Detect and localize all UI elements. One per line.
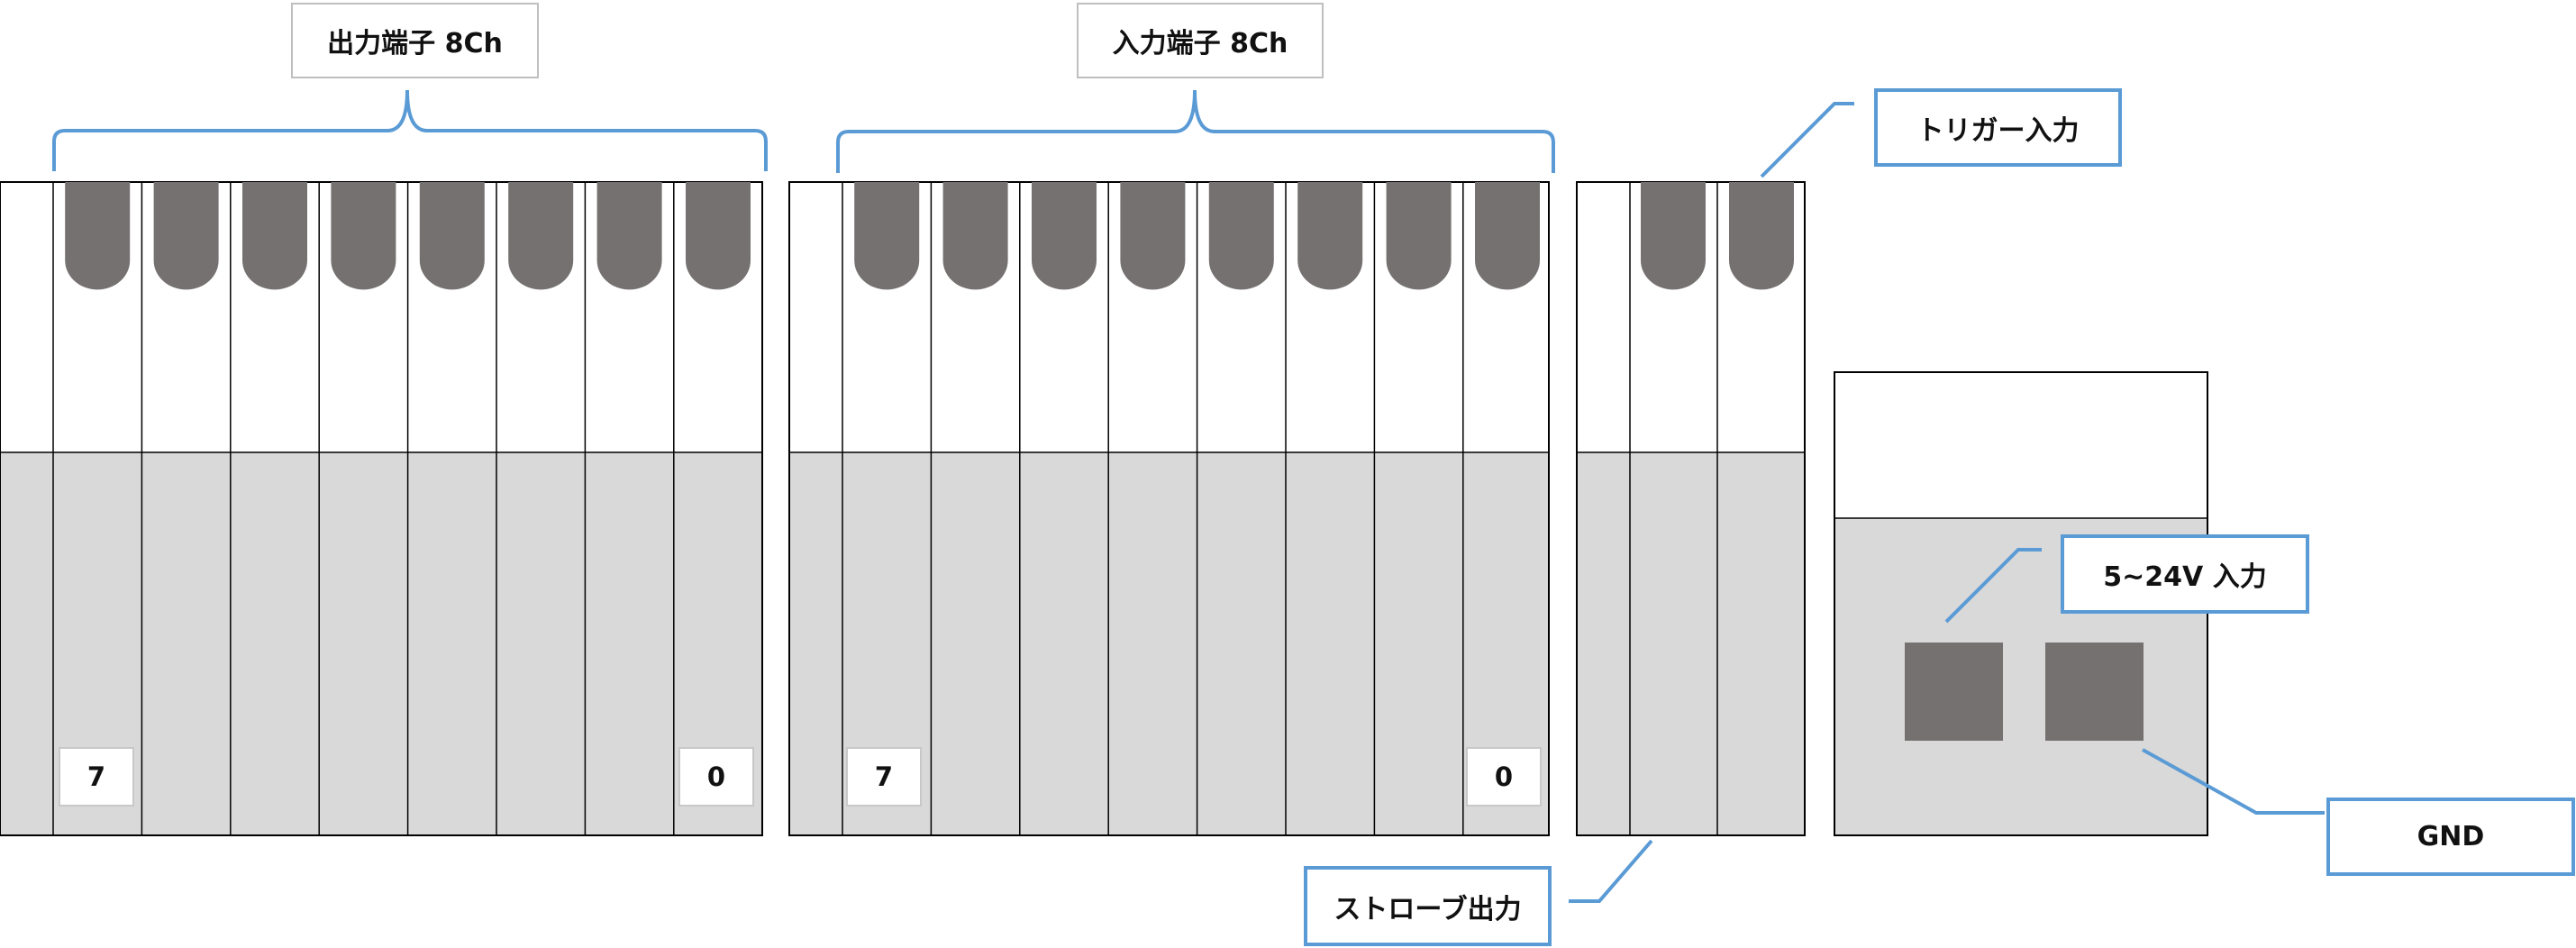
power-input-terminal	[1905, 643, 2003, 741]
power-connector-block	[1834, 371, 2208, 836]
terminal-pin	[854, 182, 920, 290]
trigger-leader-line	[1760, 102, 1854, 178]
terminal-pin	[942, 182, 1008, 290]
trigger-block-lower	[1577, 452, 1805, 835]
trigger-strobe-block	[1576, 181, 1806, 836]
input-channel-first-label: 7	[846, 747, 922, 807]
terminal-pin	[1729, 182, 1794, 290]
trigger-pins	[1641, 182, 1794, 290]
input-column-dividers	[842, 182, 1464, 835]
terminal-pin	[153, 182, 219, 290]
output-group-brace	[52, 89, 768, 171]
input-group-label: 入力端子 8Ch	[1077, 3, 1324, 78]
trigger-input-callout: トリガー入力	[1874, 88, 2122, 167]
terminal-pin	[1386, 182, 1452, 290]
output-column-dividers	[52, 182, 675, 835]
terminal-pin	[1120, 182, 1186, 290]
terminal-pin	[1641, 182, 1706, 290]
terminal-pin	[1208, 182, 1274, 290]
gnd-leader-line	[2142, 748, 2325, 815]
output-channel-last-label: 0	[678, 747, 754, 807]
gnd-terminal	[2045, 643, 2144, 741]
terminal-pin	[65, 182, 131, 290]
power-leader-line	[1944, 548, 2042, 624]
input-terminal-block	[788, 181, 1550, 836]
terminal-pin	[686, 182, 751, 290]
input-pins	[854, 182, 1540, 290]
terminal-pin	[1297, 182, 1363, 290]
strobe-output-callout: ストローブ出力	[1304, 866, 1552, 946]
power-block-upper	[1834, 372, 2207, 518]
terminal-pin	[419, 182, 485, 290]
power-input-callout: 5~24V 入力	[2061, 534, 2309, 614]
terminal-pin	[242, 182, 307, 290]
gnd-callout: GND	[2326, 798, 2575, 876]
output-channel-first-label: 7	[59, 747, 134, 807]
terminal-pin	[508, 182, 574, 290]
terminal-pin	[1032, 182, 1097, 290]
strobe-leader-line	[1569, 839, 1653, 903]
terminal-pin	[331, 182, 396, 290]
output-group-label: 出力端子 8Ch	[291, 3, 539, 78]
input-group-brace	[836, 89, 1555, 173]
input-channel-last-label: 0	[1466, 747, 1542, 807]
output-terminal-block	[0, 181, 763, 836]
terminal-pin	[1475, 182, 1540, 290]
output-pins	[65, 182, 751, 290]
terminal-pin	[596, 182, 662, 290]
